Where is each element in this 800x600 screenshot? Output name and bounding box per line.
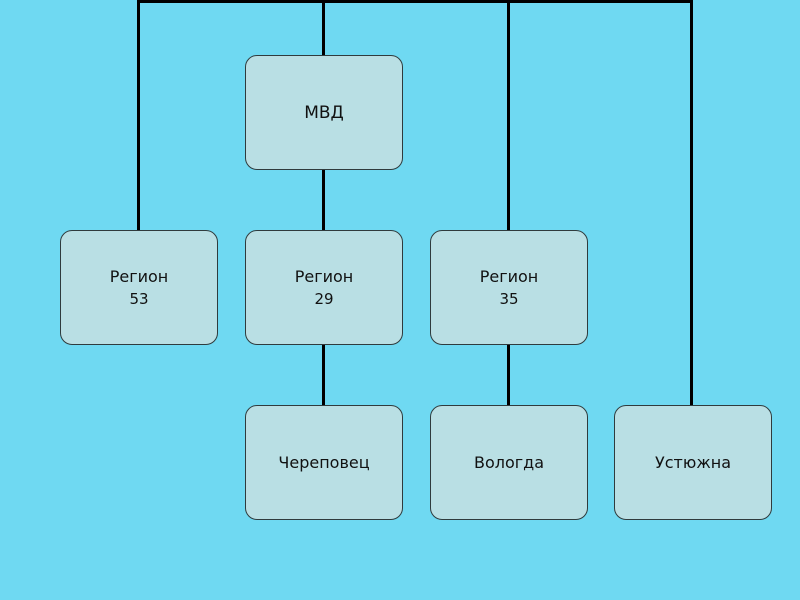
connector-root-to-region-29: [322, 170, 325, 230]
node-region-35: Регион 35: [430, 230, 588, 345]
node-cherepovets-label: Череповец: [278, 452, 370, 472]
node-vologda: Вологда: [430, 405, 588, 520]
node-mvd-label: МВД: [304, 102, 344, 123]
node-ustyuzhna-label: Устюжна: [654, 452, 731, 472]
node-ustyuzhna: Устюжна: [614, 405, 772, 520]
node-mvd: МВД: [245, 55, 403, 170]
node-cherepovets: Череповец: [245, 405, 403, 520]
node-region-53-number: 53: [129, 289, 149, 308]
connector-to-ustyuzhna: [690, 0, 693, 405]
node-region-29-label: Регион: [294, 266, 354, 286]
node-region-35-number: 35: [499, 289, 519, 308]
connector-region-35-to-vologda: [507, 345, 510, 405]
node-vologda-label: Вологда: [473, 452, 545, 472]
connector-to-region-35: [507, 0, 510, 230]
connector-region-29-to-cherepovets: [322, 345, 325, 405]
node-region-53-label: Регион: [109, 266, 169, 286]
top-connector-bar: [137, 0, 693, 3]
node-region-29-number: 29: [314, 289, 334, 308]
connector-to-root: [322, 0, 325, 55]
node-region-53: Регион 53: [60, 230, 218, 345]
connector-to-region-53: [137, 0, 140, 230]
node-region-35-label: Регион: [479, 266, 539, 286]
node-region-29: Регион 29: [245, 230, 403, 345]
